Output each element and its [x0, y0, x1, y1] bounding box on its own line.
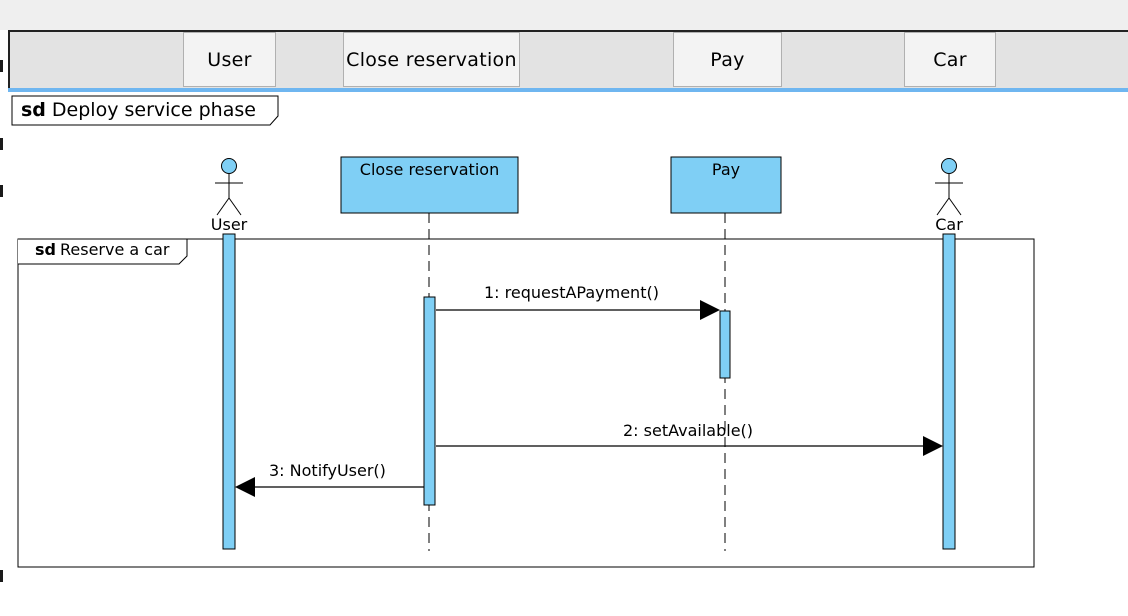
inner-frame-tab: [18, 238, 188, 265]
inner-frame: [17, 238, 1035, 568]
message-label-request-a-payment: 1: requestAPayment(): [484, 283, 659, 302]
actor-car-icon[interactable]: [935, 158, 963, 216]
top-bar: [0, 0, 1128, 30]
ruler-tick: [0, 570, 3, 582]
header-cell-car[interactable]: Car: [904, 32, 996, 87]
left-ruler: [0, 30, 8, 616]
actor-label-car: Car: [935, 215, 963, 234]
ruler-tick: [0, 185, 3, 197]
inner-frame-keyword: sd: [35, 240, 56, 259]
header-selection-line: [8, 88, 1128, 92]
outer-frame-keyword: sd: [21, 99, 46, 121]
activation-user[interactable]: [222, 233, 236, 550]
ruler-tick: [0, 138, 3, 150]
outer-frame-tab: [11, 95, 279, 126]
ruler-tick: [0, 60, 3, 72]
message-label-notify-user: 3: NotifyUser(): [269, 461, 386, 480]
object-label-close-reservation: Close reservation: [359, 160, 500, 179]
message-notify-user-arrow[interactable]: [235, 477, 424, 497]
outer-frame-name: Deploy service phase: [51, 99, 256, 121]
actor-label-user: User: [210, 215, 248, 234]
message-set-available-arrow[interactable]: [436, 436, 943, 456]
inner-frame-name: Reserve a car: [59, 240, 170, 259]
actor-user-icon[interactable]: [215, 158, 243, 216]
object-box-close-reservation[interactable]: [340, 156, 519, 214]
header-cell-close-reservation[interactable]: Close reservation: [343, 32, 520, 87]
activation-close-reservation[interactable]: [423, 296, 436, 506]
header-cell-user[interactable]: User: [183, 32, 276, 87]
object-label-pay: Pay: [711, 160, 741, 179]
activation-pay[interactable]: [719, 310, 731, 379]
object-box-pay[interactable]: [670, 156, 782, 214]
header-cell-pay[interactable]: Pay: [673, 32, 782, 87]
message-label-set-available: 2: setAvailable(): [623, 421, 754, 440]
activation-car[interactable]: [942, 233, 956, 550]
message-request-a-payment-arrow[interactable]: [436, 300, 720, 320]
